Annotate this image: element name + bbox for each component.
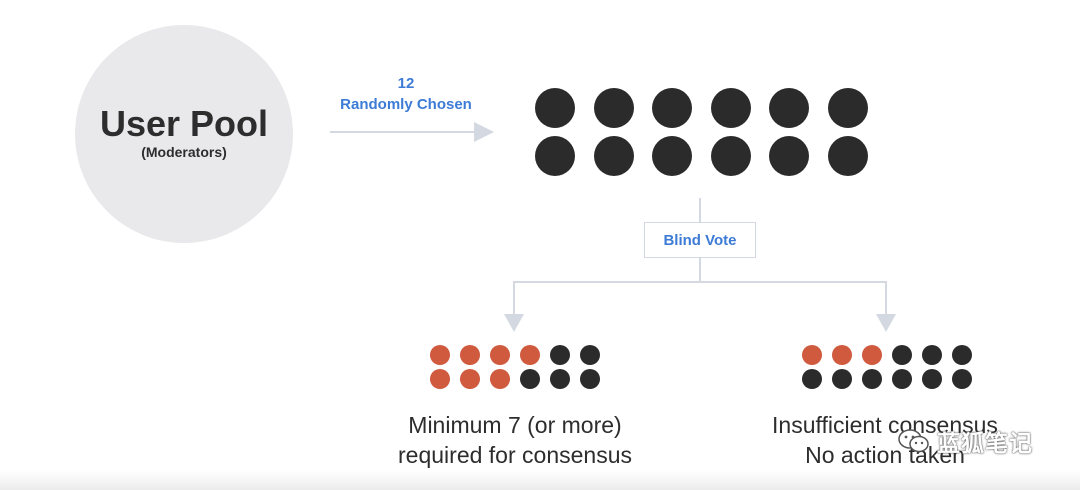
moderator-dot [652,88,692,128]
moderator-dot [593,136,634,176]
vote-dot [430,345,450,365]
moderator-dot [827,136,868,176]
branch-left-arrowhead [504,314,524,332]
moderator-dot [827,88,868,128]
vote-dot [832,345,852,365]
vote-dot [952,345,972,365]
bottom-shade [0,470,1080,490]
moderator-dot [535,88,575,128]
moderator-dot [710,88,751,128]
vote-dot [430,369,450,389]
vote-dot [520,369,540,389]
selection-label: Randomly Chosen [340,96,472,113]
selection-count: 12 [397,75,415,92]
watermark-text: 蓝狐笔记 [937,430,1033,456]
watermark: 蓝狐笔记 [897,426,1033,456]
vote-dot [892,345,912,365]
vote-dot [862,345,882,365]
vote-dot [550,345,570,365]
vote-dot [892,369,912,389]
vote-dot [922,345,942,365]
user-pool-circle: User Pool (Moderators) [75,25,293,243]
vote-dot [802,369,822,389]
vote-dot [490,345,510,365]
vote-dot [802,345,822,365]
wechat-icon [898,429,929,453]
moderator-dot [535,136,575,176]
vote-dot [520,345,540,365]
vote-dot [580,369,600,389]
vote-dot [922,369,942,389]
moderator-dot [769,88,809,128]
no-consensus-caption: Insufficient consensus No action taken [725,410,1045,470]
vote-dot [460,369,480,389]
moderator-dot [652,136,692,176]
vote-dot [460,345,480,365]
user-pool-title: User Pool [99,103,269,144]
user-pool-subtitle: (Moderators) [141,144,227,160]
no-consensus-caption-line2: No action taken [805,442,965,468]
vote-dot [832,369,852,389]
consensus-caption-line1: Minimum 7 (or more) [408,412,622,438]
consensus-caption: Minimum 7 (or more) required for consens… [355,410,675,470]
branch-right-arrowhead [876,314,896,332]
moderator-dot [769,136,809,176]
blind-vote-box: Blind Vote [644,222,756,258]
blind-vote-label: Blind Vote [663,231,737,249]
moderator-dot [593,88,634,128]
vote-dot [580,345,600,365]
selection-arrow [330,122,494,142]
vote-dot [490,369,510,389]
moderator-dot [710,136,751,176]
vote-dot [952,369,972,389]
consensus-caption-line2: required for consensus [398,442,632,468]
vote-dot [550,369,570,389]
vote-dot [862,369,882,389]
no-consensus-caption-line1: Insufficient consensus [772,412,998,438]
